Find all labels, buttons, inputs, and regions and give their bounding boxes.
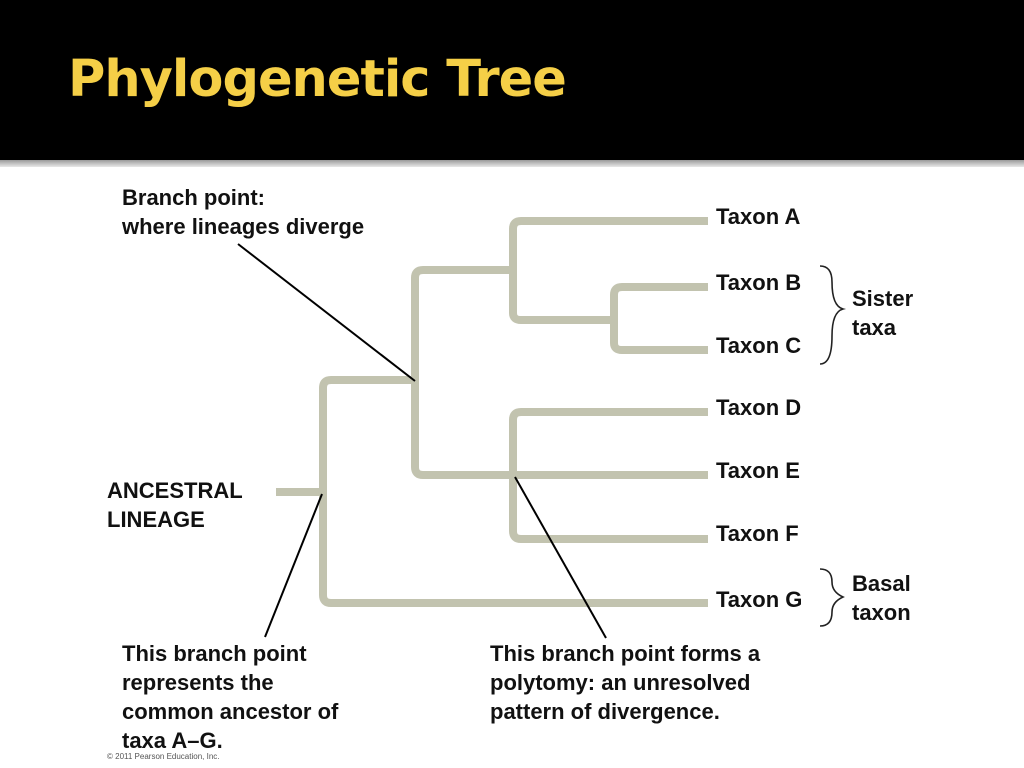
slide-title: Phylogenetic Tree: [68, 50, 567, 109]
ancestral-lineage-label-line: LINEAGE: [107, 507, 205, 532]
branch-point-label-line: where lineages diverge: [122, 214, 365, 239]
root-node-branch: [319, 376, 708, 607]
taxon-e-label: Taxon E: [716, 458, 800, 483]
node-abc-branch: [509, 217, 708, 324]
title-bar-divider: [0, 160, 1024, 167]
braces: [819, 265, 847, 627]
ancestral-lineage-label: ANCESTRAL LINEAGE: [107, 476, 243, 534]
branch-point-label: Branch point: where lineages diverge: [122, 183, 364, 241]
branch-point-pointer: [237, 243, 416, 382]
taxon-d-label: Taxon D: [716, 395, 802, 420]
common-ancestor-label: This branch point represents the common …: [122, 639, 338, 755]
polytomy-label-line: pattern of divergence.: [490, 699, 720, 724]
sister-taxa-label-line: taxa: [852, 315, 897, 340]
taxon-b-label: Taxon B: [716, 270, 802, 295]
node-abcdef-branch: [411, 266, 515, 479]
taxon-c-label: Taxon C: [716, 333, 802, 358]
branch-point-label-line: Branch point:: [122, 185, 265, 210]
sister-taxa-brace: [819, 265, 847, 365]
common-ancestor-label-line: taxa A–G.: [122, 728, 223, 753]
polytomy-label-line: This branch point forms a: [490, 641, 761, 666]
taxon-g-label: Taxon G: [716, 587, 803, 612]
polytomy-pointer: [514, 476, 607, 639]
copyright-notice: © 2011 Pearson Education, Inc.: [107, 752, 220, 761]
sister-taxa-label-line: Sister: [852, 286, 914, 311]
taxon-a-label: Taxon A: [716, 204, 801, 229]
polytomy-label-line: polytomy: an unresolved: [490, 670, 751, 695]
node-bc-branch: [610, 283, 708, 354]
basal-taxon-label-line: Basal: [852, 571, 911, 596]
taxon-f-label: Taxon F: [716, 521, 799, 546]
tree-branches: [276, 217, 708, 607]
sister-taxa-label: Sister taxa: [852, 284, 913, 342]
basal-taxon-brace: [819, 568, 845, 627]
title-bar: [0, 0, 1024, 160]
ancestral-lineage-label-line: ANCESTRAL: [107, 478, 243, 503]
basal-taxon-label: Basal taxon: [852, 569, 911, 627]
polytomy-label: This branch point forms a polytomy: an u…: [490, 639, 760, 726]
basal-taxon-label-line: taxon: [852, 600, 911, 625]
common-ancestor-label-line: represents the: [122, 670, 274, 695]
pointer-lines: [237, 243, 607, 639]
common-ancestor-label-line: This branch point: [122, 641, 307, 666]
common-ancestor-pointer: [264, 493, 323, 638]
common-ancestor-label-line: common ancestor of: [122, 699, 339, 724]
